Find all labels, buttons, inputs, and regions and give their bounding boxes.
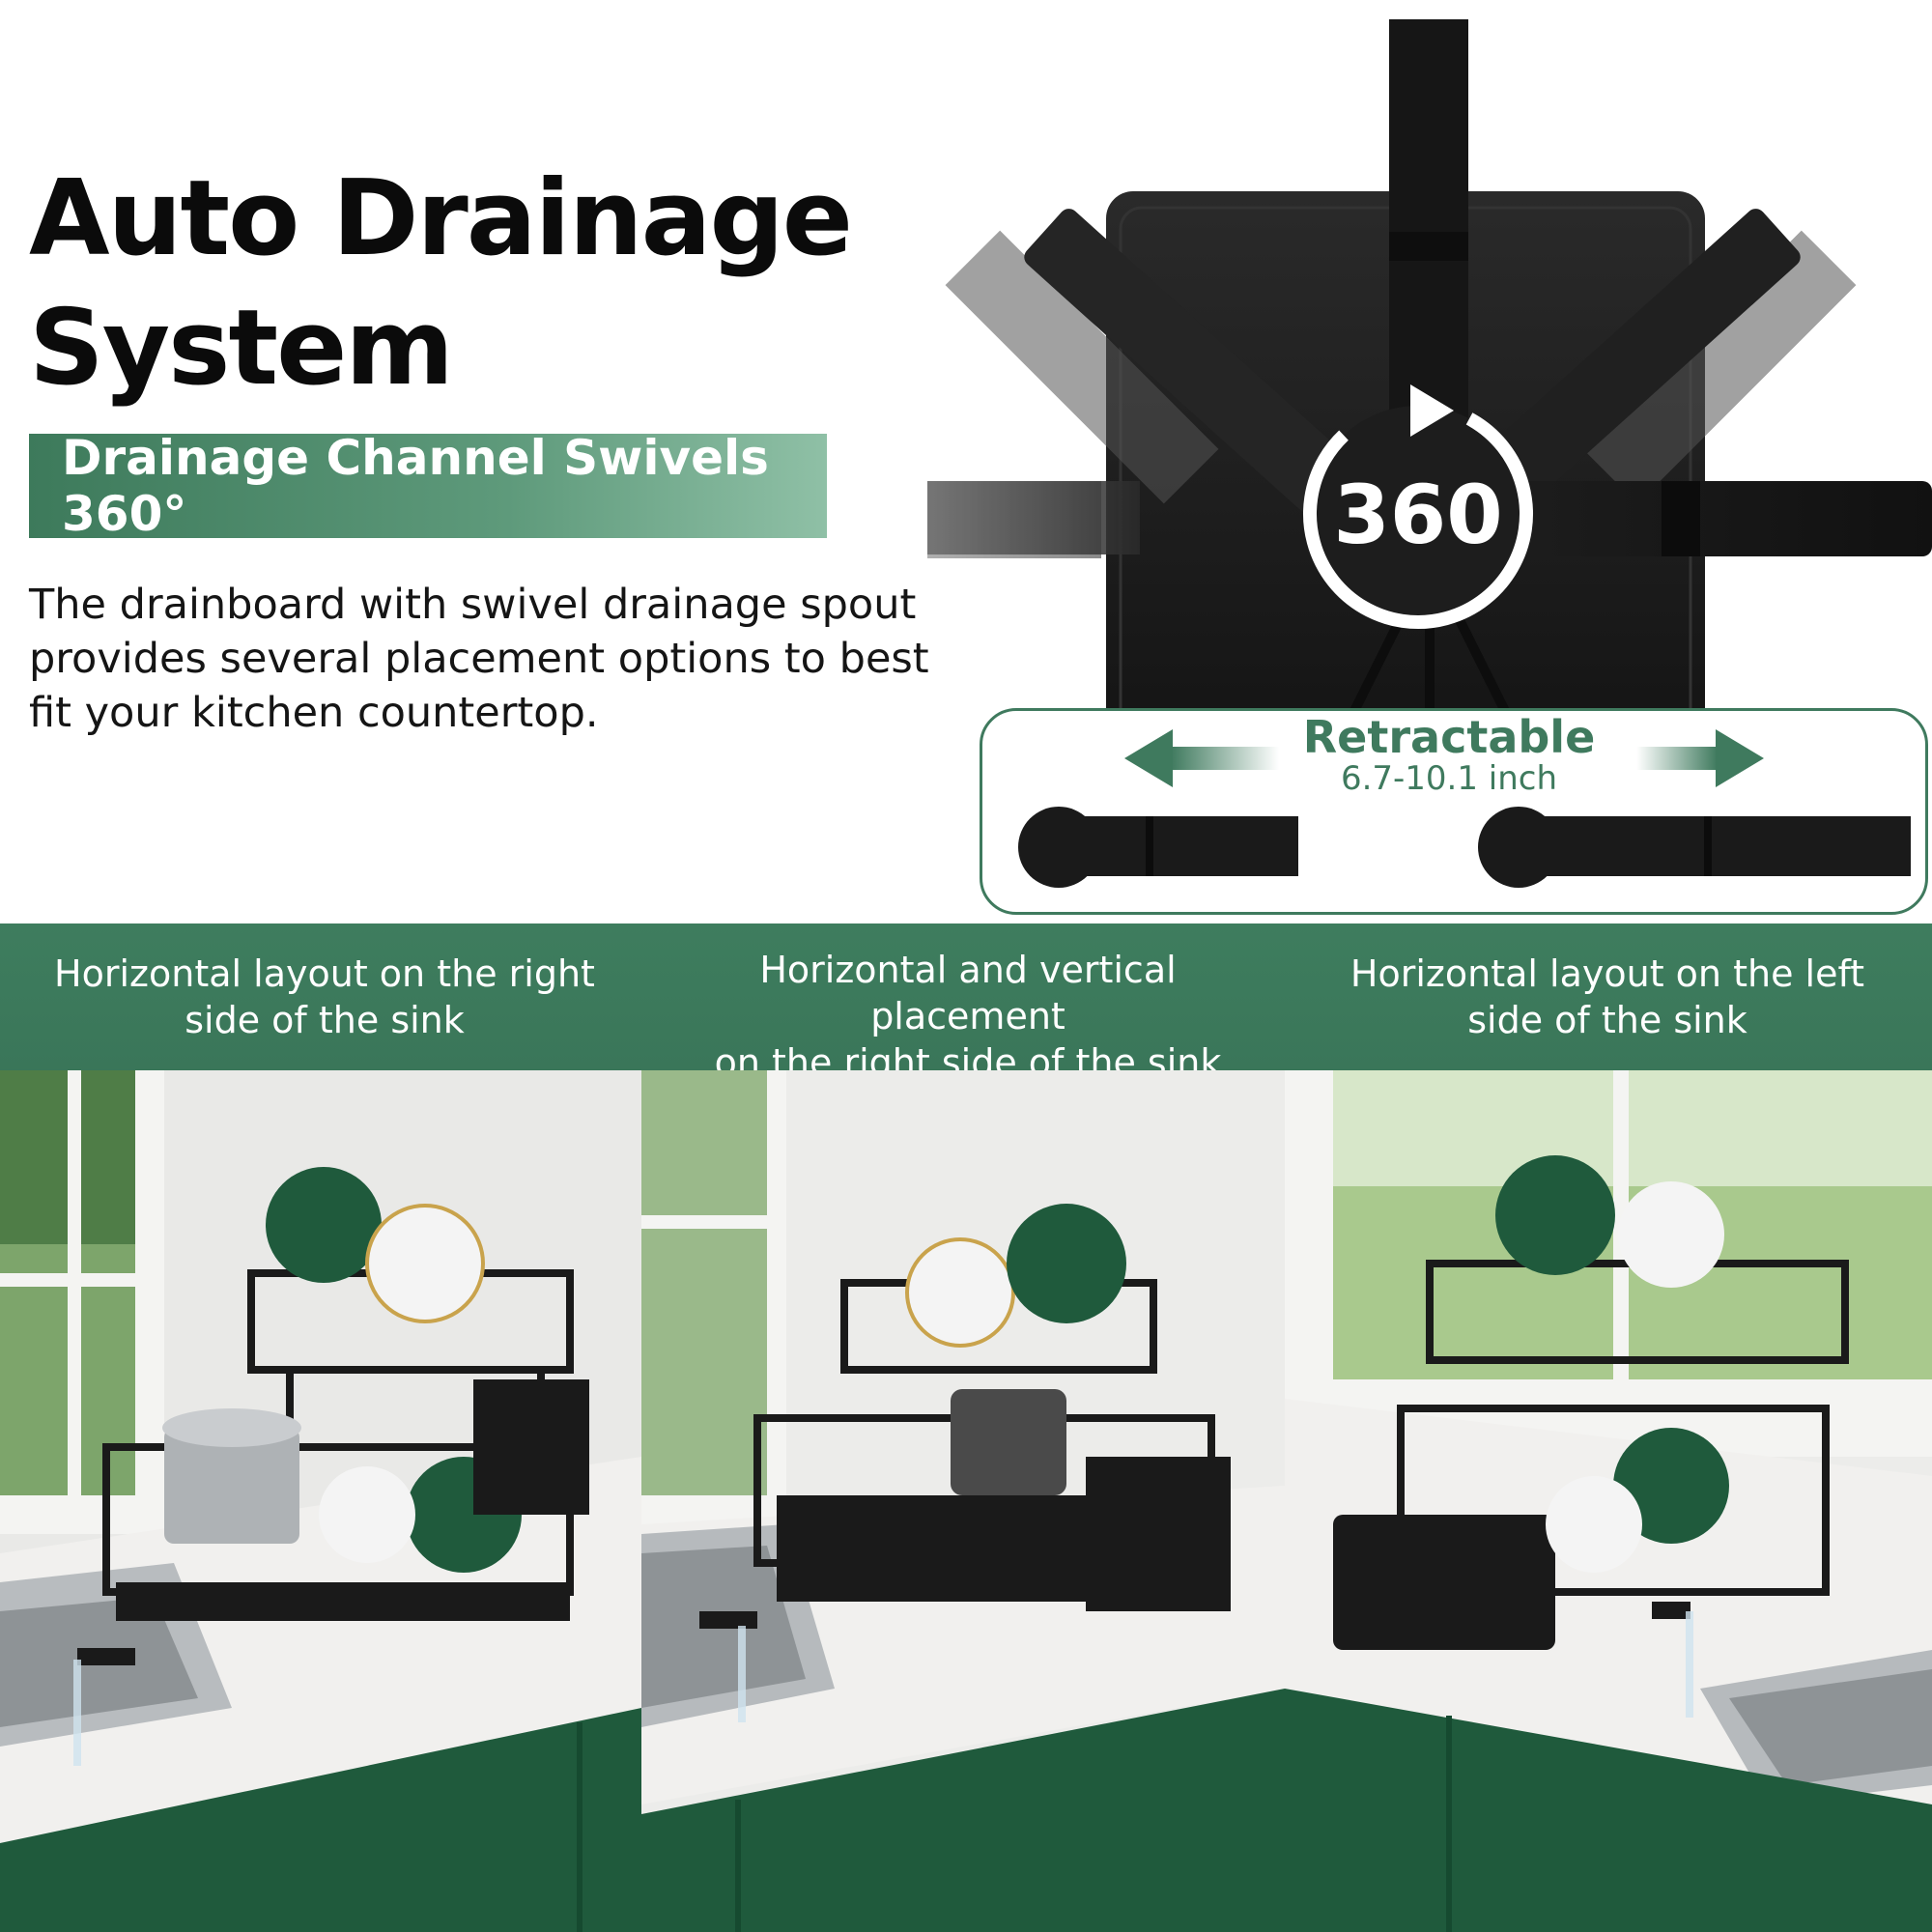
spout-short <box>1018 807 1298 888</box>
dish-rack <box>1333 1155 1849 1650</box>
placement-caption-1-line-2: side of the sink <box>185 999 465 1041</box>
headline: Auto Drainage System <box>29 155 898 413</box>
retractable-range: 6.7-10.1 inch <box>1340 759 1558 798</box>
retractable-title: Retractable <box>1302 711 1596 763</box>
headline-line-2: System <box>29 288 454 409</box>
retractable-callout <box>980 708 1928 915</box>
placement-caption-1-line-1: Horizontal layout on the right <box>54 952 595 995</box>
description-line-1: The drainboard with swivel drainage spou… <box>29 581 917 629</box>
drainage-spout <box>1389 19 1468 435</box>
dish-rack <box>699 1204 1231 1629</box>
arrow-right-icon <box>1636 729 1764 787</box>
drainboard-swivel-illustration: 360 <box>927 19 1932 724</box>
spout-extended <box>1478 807 1911 888</box>
feature-banner: Drainage Channel Swivels 360° <box>29 430 827 542</box>
scene-panel-right-horizontal <box>0 1070 641 1932</box>
placement-caption-1: Horizontal layout on the right side of t… <box>15 951 634 1043</box>
placement-caption-3-line-2: side of the sink <box>1467 999 1747 1041</box>
feature-banner-label: Drainage Channel Swivels 360° <box>62 430 769 542</box>
scene-panel-right-both <box>641 1070 1285 1932</box>
placement-caption-2-line-1: Horizontal and vertical placement <box>759 949 1177 1037</box>
placement-caption-2: Horizontal and vertical placement on the… <box>659 947 1277 1086</box>
scene-panel-left-horizontal <box>1285 1070 1932 1932</box>
dish-rack <box>102 1167 589 1621</box>
arrow-left-icon <box>1124 729 1279 787</box>
window-view <box>641 1070 767 1495</box>
cabinet <box>641 1689 1285 1932</box>
placement-caption-3-line-1: Horizontal layout on the left <box>1350 952 1865 995</box>
feature-description: The drainboard with swivel drainage spou… <box>29 578 956 740</box>
headline-line-1: Auto Drainage <box>29 158 853 279</box>
cabinet <box>0 1708 641 1932</box>
rotation-badge <box>1303 384 1533 629</box>
retractable-spout-graphics <box>1018 729 1911 888</box>
description-line-2: provides several placement options to be… <box>29 635 929 683</box>
placement-caption-3: Horizontal layout on the left side of th… <box>1298 951 1917 1043</box>
placement-caption-strip <box>0 923 1932 1070</box>
rotation-badge-label: 360 <box>1333 468 1502 562</box>
description-line-3: fit your kitchen countertop. <box>29 689 599 737</box>
